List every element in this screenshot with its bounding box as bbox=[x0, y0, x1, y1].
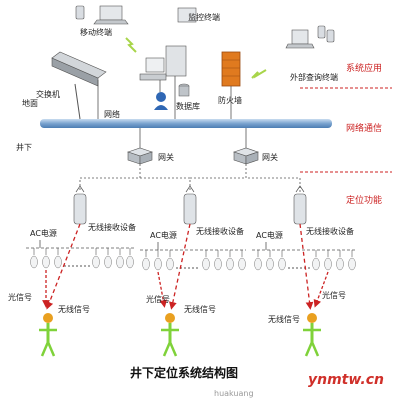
underground-label: 井下 bbox=[16, 142, 32, 152]
receiver-3-label: 无线接收设备 bbox=[306, 226, 354, 236]
ac-power-3-label: AC电源 bbox=[256, 230, 283, 240]
trunk-2 bbox=[140, 177, 191, 192]
switch-label: 交换机 bbox=[36, 89, 60, 99]
ac-power-2-label: AC电源 bbox=[150, 230, 177, 240]
light-signal-3-label: 光信号 bbox=[322, 290, 346, 300]
mobile-terminal-label: 移动终端 bbox=[80, 27, 112, 37]
section-positioning: 定位功能 bbox=[346, 194, 382, 206]
gateway-1: 网关 bbox=[127, 128, 174, 165]
trunk-3 bbox=[245, 164, 301, 192]
section-network-comm: 网络通信 bbox=[346, 122, 382, 134]
firewall-label: 防火墙 bbox=[218, 95, 242, 105]
diagram-title: 井下定位系统结构图 bbox=[130, 365, 238, 380]
network-line-label: 网络 bbox=[104, 109, 120, 119]
miner-1-icon bbox=[39, 313, 57, 357]
firewall: 防火墙 bbox=[218, 51, 242, 119]
section-system-app: 系统应用 bbox=[346, 62, 382, 74]
ac-power-1-label: AC电源 bbox=[30, 228, 57, 238]
gateway-1-label: 网关 bbox=[158, 152, 174, 162]
database: 数据库 bbox=[176, 83, 200, 111]
lamp-row-3 bbox=[254, 250, 356, 271]
lamp-row-2 bbox=[142, 250, 246, 271]
monitor-terminal-label: 监控终端 bbox=[188, 12, 220, 22]
signal-line-1 bbox=[45, 223, 81, 310]
monitor-terminal: 监控终端 bbox=[177, 7, 220, 23]
external-terminal: 外部查询终端 bbox=[285, 25, 338, 82]
external-terminal-label: 外部查询终端 bbox=[290, 72, 338, 82]
positioning-group-2: 无线接收设备 AC电源 光信号 无线信号 bbox=[140, 185, 246, 357]
miner-2-icon bbox=[161, 313, 179, 357]
receiver-1 bbox=[73, 193, 87, 225]
light-signal-2-label: 光信号 bbox=[146, 294, 170, 304]
gateway-2-label: 网关 bbox=[262, 152, 278, 162]
miner-3-icon bbox=[303, 313, 321, 357]
light-signal-1-label: 光信号 bbox=[8, 292, 32, 302]
switch-device: 交换机 bbox=[36, 51, 107, 120]
mobile-terminal: 移动终端 bbox=[75, 5, 129, 37]
user-icon bbox=[156, 92, 166, 102]
watermark-url: huakuang bbox=[214, 389, 254, 398]
trunk-1 bbox=[79, 164, 141, 192]
receiver-2-label: 无线接收设备 bbox=[196, 226, 244, 236]
receiver-3 bbox=[293, 193, 307, 225]
light-signal-2 bbox=[157, 271, 168, 308]
positioning-group-1: 无线接收设备 AC电源 光信号 无线信号 bbox=[8, 185, 136, 357]
gateway-2: 网关 bbox=[233, 128, 278, 165]
database-label: 数据库 bbox=[176, 101, 200, 111]
wireless-signal-3-label: 无线信号 bbox=[268, 314, 300, 324]
wireless-signal-1-label: 无线信号 bbox=[58, 304, 90, 314]
wireless-signal-2-label: 无线信号 bbox=[184, 304, 216, 314]
ground-label: 地面 bbox=[22, 98, 38, 108]
wireless-link-icon bbox=[125, 37, 137, 53]
network-bus bbox=[40, 119, 332, 128]
signal-line-3 bbox=[299, 223, 314, 310]
lamp-row-1 bbox=[30, 248, 134, 269]
light-signal-3 bbox=[313, 271, 329, 308]
wireless-link-icon-2 bbox=[251, 69, 267, 79]
server-cluster bbox=[139, 45, 187, 119]
receiver-2 bbox=[183, 193, 197, 225]
receiver-1-label: 无线接收设备 bbox=[88, 222, 136, 232]
positioning-group-3: 无线接收设备 AC电源 光信号 无线信号 bbox=[252, 185, 356, 357]
watermark-brand: ynmtw.cn bbox=[308, 372, 384, 388]
